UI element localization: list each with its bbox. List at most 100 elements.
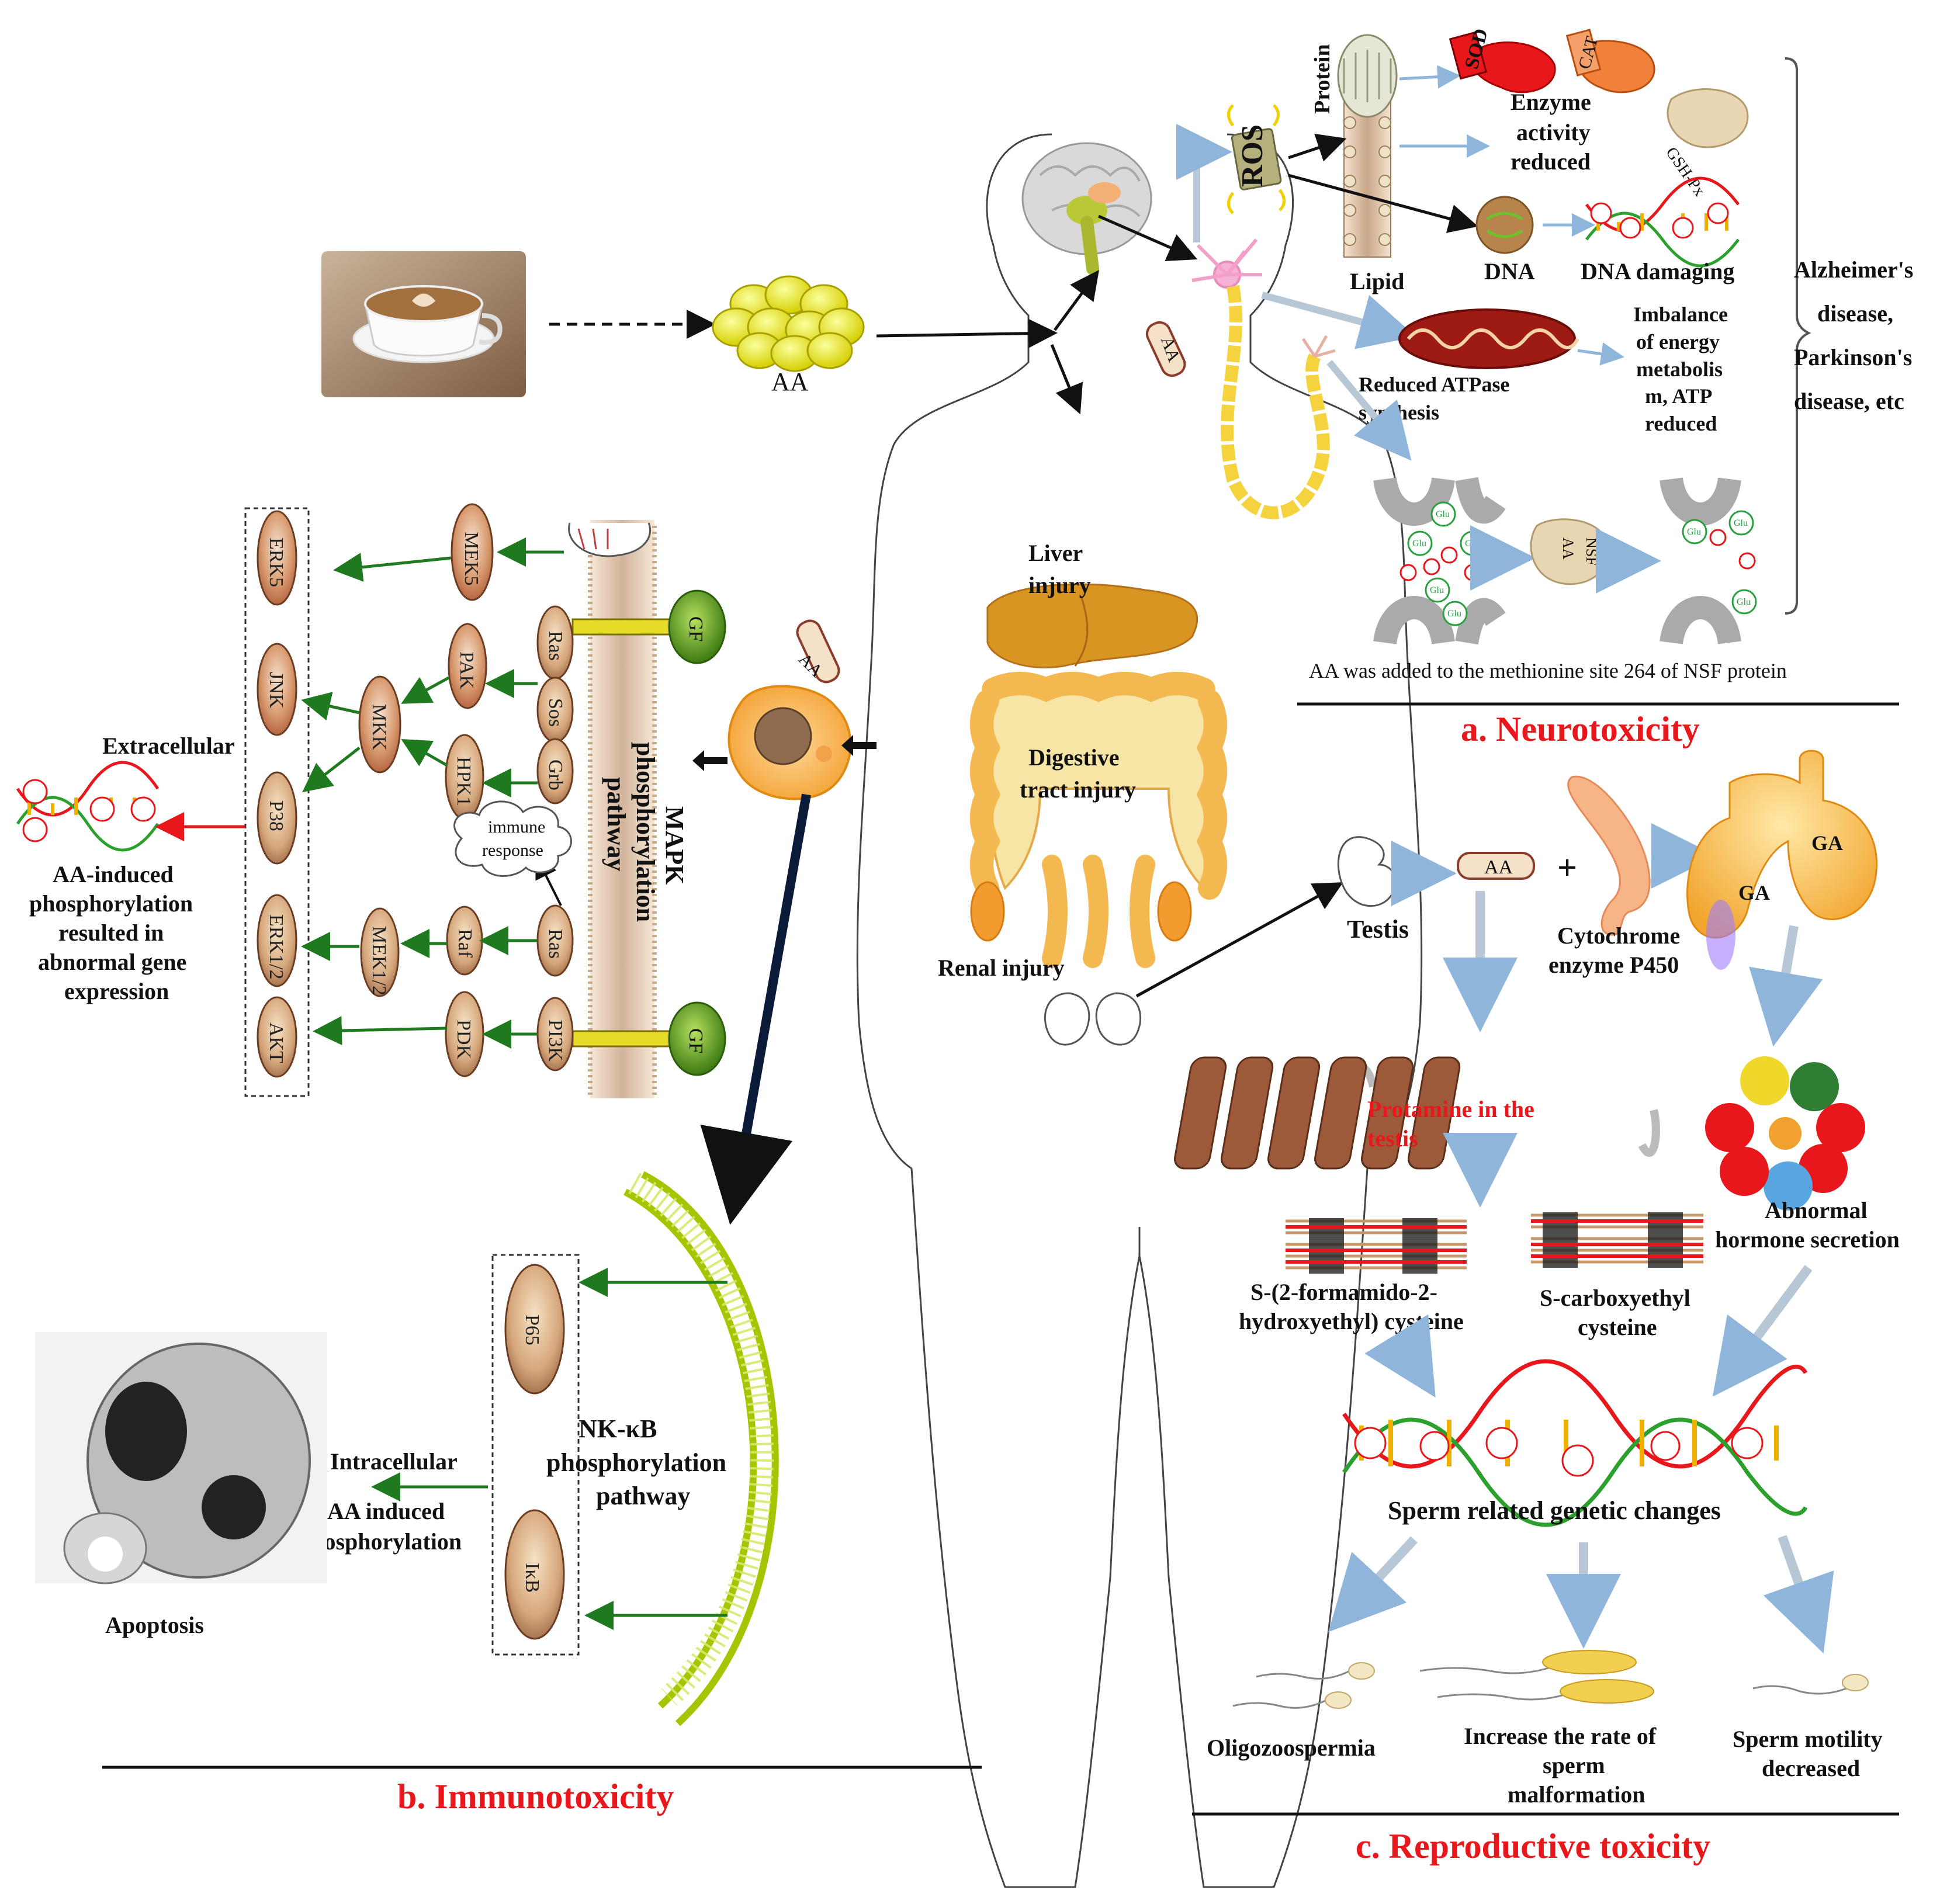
neuron-to-mito-arrow (1261, 292, 1416, 349)
svg-text:Glu: Glu (1412, 539, 1426, 549)
svg-text:Raf: Raf (454, 929, 476, 958)
liver-label: Liver injury (1028, 540, 1091, 598)
digestive-label: Digestive tract injury (1020, 744, 1136, 803)
svg-text:IκB: IκB (521, 1563, 543, 1593)
nfkb-membrane-arc (623, 1171, 779, 1726)
mkk-node: MKK (358, 675, 401, 774)
svg-text:immune: immune (488, 817, 545, 837)
dna-ball-icon (1475, 196, 1534, 254)
mapk-nodes: ERK5 MEK5 JNK MKK P38 PAK HPK1 Ras Sos G… (257, 503, 574, 1078)
protamine-helix (1174, 1056, 1660, 1170)
immune-response-cloud: immune response (453, 800, 572, 877)
svg-text:disease, etc: disease, etc (1794, 388, 1904, 414)
svg-text:reduced: reduced (1511, 148, 1591, 175)
macrophage-cell-icon (728, 685, 852, 800)
enzyme-activity-reduced-label: Enzyme activity reduced (1511, 89, 1591, 175)
membrane-enzyme-arrows (1399, 65, 1595, 237)
svg-text:MAPK: MAPK (660, 806, 689, 885)
mapk-pathway-label: MAPK phosphorylation pathway (602, 742, 689, 922)
cysteine-2-label: S-carboxyethyl cysteine (1540, 1285, 1690, 1340)
nfkb-green-arrows (578, 1268, 728, 1630)
svg-text:decreased: decreased (1762, 1755, 1860, 1781)
svg-text:Protamine in the: Protamine in the (1367, 1096, 1534, 1122)
svg-text:Glu: Glu (1734, 518, 1748, 528)
hpk1-node: HPK1 (445, 734, 484, 820)
svg-text:JNK: JNK (265, 672, 287, 709)
aa-induced-gene-label: AA-induced phosphorylation resulted in a… (29, 861, 193, 1004)
testis-label: Testis (1347, 915, 1409, 944)
svg-text:Alzheimer's: Alzheimer's (1794, 256, 1913, 283)
coffee-cup-image (321, 251, 526, 397)
motility-label: Sperm motility decreased (1733, 1726, 1883, 1781)
damaged-dna-helix (1585, 176, 1740, 268)
svg-text:enzyme P450: enzyme P450 (1548, 952, 1679, 978)
svg-text:ERK5: ERK5 (265, 537, 287, 587)
svg-text:Glu: Glu (1430, 585, 1444, 595)
ros-block: ROS (1227, 104, 1286, 214)
raf-node: Raf (446, 906, 483, 976)
sperm-dna-helix (1342, 1359, 1808, 1527)
svg-text:MKK: MKK (368, 704, 390, 751)
aa-label: AA (771, 367, 809, 396)
svg-text:Glu: Glu (1737, 597, 1751, 607)
svg-text:reduced: reduced (1645, 412, 1717, 435)
svg-text:disease,: disease, (1817, 300, 1893, 327)
svg-text:activity: activity (1516, 119, 1591, 145)
svg-text:P38: P38 (265, 800, 287, 831)
svg-text:abnormal gene: abnormal gene (38, 949, 186, 975)
svg-text:Enzyme: Enzyme (1511, 89, 1591, 115)
immunotoxicity-title: b. Immunotoxicity (397, 1777, 674, 1816)
svg-text:expression: expression (64, 978, 169, 1004)
plus-sign: + (1557, 848, 1577, 887)
testis-arrow (1135, 882, 1343, 998)
svg-text:malformation: malformation (1508, 1781, 1645, 1808)
protamine-label: Protamine in the testis (1367, 1096, 1534, 1152)
cysteine-to-genetic-arrow (1364, 1314, 1436, 1398)
svg-text:pathway: pathway (596, 1482, 690, 1510)
svg-text:GF: GF (685, 1028, 706, 1053)
liver-illustration (986, 583, 1198, 669)
svg-text:GF: GF (685, 616, 706, 641)
svg-text:MEK5: MEK5 (460, 532, 482, 586)
svg-text:Cytochrome: Cytochrome (1557, 922, 1680, 949)
jnk-node: JNK (257, 643, 297, 736)
ros-arrows (1288, 133, 1478, 233)
nsf-caption: AA was added to the methionine site 264 … (1309, 659, 1787, 682)
pdk-node: PDK (445, 991, 484, 1077)
ga-enzyme-icon (1686, 750, 1877, 970)
macrophage-aa-tube: AA (795, 619, 840, 684)
cytochrome-label: Cytochrome enzyme P450 (1548, 922, 1680, 978)
svg-text:AKT: AKT (265, 1022, 287, 1063)
repro-aa-tube: AA (1457, 852, 1535, 880)
cytochrome-p450-icon (1567, 775, 1651, 936)
diseases-label: Alzheimer's disease, Parkinson's disease… (1794, 256, 1913, 414)
extracellular-label: Extracellular (102, 733, 235, 759)
cysteine-1-label: S-(2-formamido-2- hydroxyethyl) cysteine (1239, 1279, 1464, 1334)
testis-body-illustration (1044, 992, 1142, 1046)
akt-node: AKT (257, 996, 297, 1078)
aa-tube-icon: AA (1145, 321, 1186, 377)
svg-text:NSF: NSF (1583, 537, 1600, 566)
ga-to-hormone-arrow (1749, 925, 1823, 1047)
synapse-after-icon: Glu Glu Glu (1660, 477, 1757, 645)
pak-node: PAK (448, 623, 487, 709)
ras2-node: Ras (536, 904, 574, 977)
svg-text:AA: AA (1560, 537, 1577, 560)
dna-label: DNA (1484, 258, 1535, 285)
erk12-node: ERK1/2 (257, 894, 297, 987)
svg-text:Abnormal: Abnormal (1765, 1197, 1868, 1223)
macrophage-to-nfkb-arrow (700, 793, 811, 1225)
cysteine-adduct-2 (1531, 1212, 1703, 1268)
svg-text:testis: testis (1367, 1125, 1418, 1152)
malformation-label: Increase the rate of sperm malformation (1464, 1723, 1657, 1808)
svg-text:sperm: sperm (1543, 1752, 1605, 1778)
svg-text:AA induced: AA induced (327, 1498, 445, 1524)
ga-label-1: GA (1811, 831, 1843, 855)
brain-illustration (1021, 142, 1152, 275)
svg-text:Sos: Sos (545, 698, 566, 727)
svg-text:ERK1/2: ERK1/2 (265, 914, 287, 979)
svg-text:Glu: Glu (1436, 509, 1450, 519)
svg-text:AA-induced: AA-induced (53, 861, 174, 887)
mapk-membrane (588, 520, 657, 1098)
